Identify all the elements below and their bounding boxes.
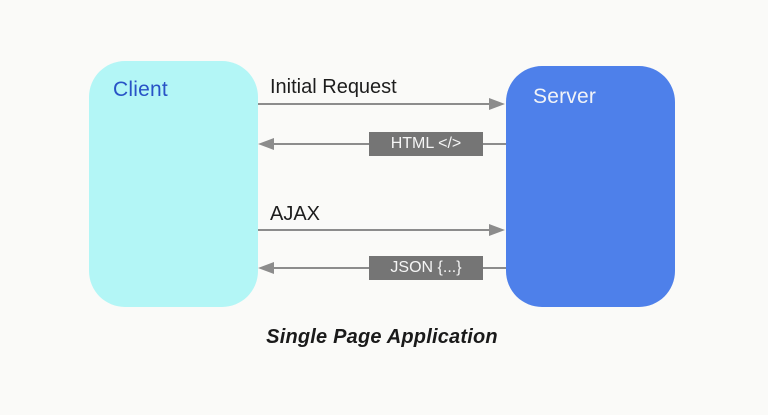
- diagram-caption: Single Page Application: [266, 326, 498, 348]
- server-node: Server: [506, 66, 675, 307]
- flow-label-initial-request: Initial Request: [270, 76, 397, 98]
- arrow-line-ajax: [258, 229, 490, 231]
- client-node-label: Client: [113, 78, 168, 101]
- flow-label-ajax: AJAX: [270, 203, 321, 225]
- arrowhead-left-icon: [258, 138, 274, 150]
- arrowhead-right-icon: [489, 98, 505, 110]
- server-node-label: Server: [533, 85, 597, 108]
- arrowhead-right-icon: [489, 224, 505, 236]
- badge-json-response: JSON {...}: [369, 256, 483, 280]
- badge-json-label: JSON {...}: [390, 259, 462, 276]
- arrow-line-initial-request: [258, 103, 490, 105]
- client-node: Client: [89, 61, 258, 307]
- badge-html-response: HTML </>: [369, 132, 483, 156]
- badge-html-label: HTML </>: [390, 135, 462, 152]
- arrowhead-left-icon: [258, 262, 274, 274]
